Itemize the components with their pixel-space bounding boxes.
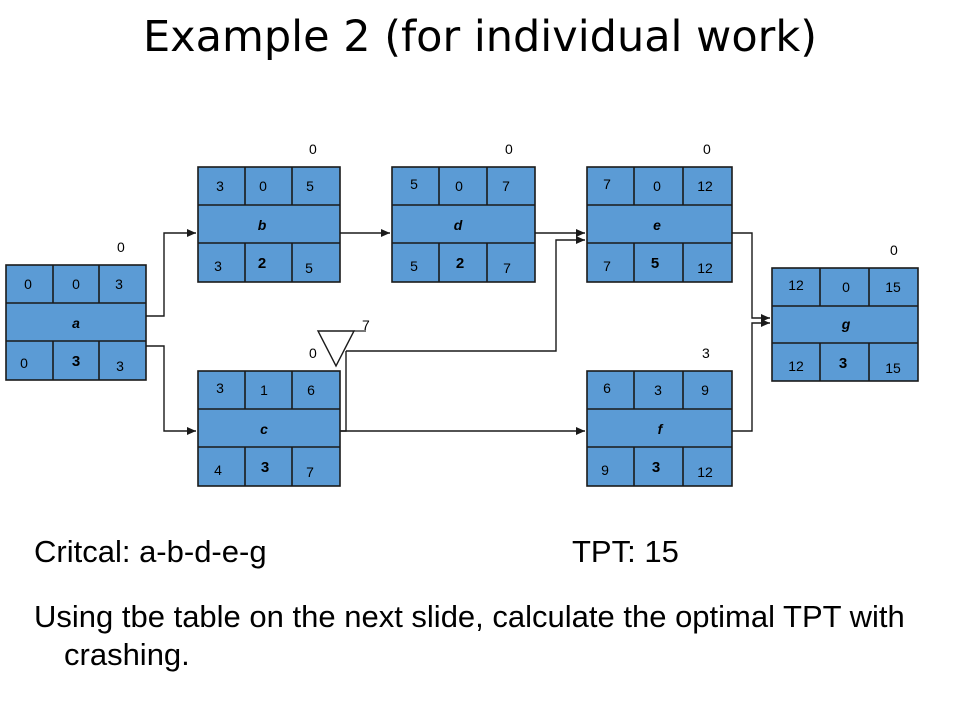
node-f: 6 3 9 f 9 3 12 — [586, 370, 733, 487]
node-b: 3 0 5 b 3 2 5 — [197, 166, 341, 283]
node-e-name: e — [653, 217, 661, 233]
node-b-lf: 5 — [305, 260, 313, 276]
edges — [146, 229, 770, 435]
node-d-ef: 7 — [502, 178, 510, 194]
critical-path-text: Critcal: a-b-d-e-g — [34, 534, 267, 569]
node-g: 12 0 15 g 12 3 15 — [771, 267, 919, 382]
node-f-ef: 9 — [701, 382, 709, 398]
node-c: 3 1 6 c 4 3 7 — [197, 370, 341, 487]
node-f-lf: 12 — [697, 464, 713, 480]
node-a-es: 0 — [72, 276, 80, 292]
tpt-text: TPT: 15 — [572, 534, 679, 569]
node-g-duration: 3 — [839, 355, 847, 372]
node-d-top-left: 5 — [410, 176, 418, 192]
node-d-ls: 5 — [410, 258, 418, 274]
node-a-slack: 0 — [117, 239, 125, 255]
edge-a-b — [146, 229, 196, 317]
node-c-name: c — [260, 421, 268, 437]
node-b-duration: 2 — [258, 255, 266, 272]
node-c-slack: 0 — [309, 345, 317, 361]
edge-merge-e — [346, 236, 585, 352]
node-c-lf: 7 — [306, 464, 314, 480]
node-d-name: d — [454, 217, 463, 233]
node-g-es: 0 — [842, 279, 850, 295]
merge-label: 7 — [362, 317, 370, 333]
node-f-top-left: 6 — [603, 380, 611, 396]
node-e-ef: 12 — [697, 178, 713, 194]
node-a-lf: 3 — [116, 358, 124, 374]
slide-title: Example 2 (for individual work) — [143, 12, 817, 62]
node-c-duration: 3 — [261, 459, 269, 476]
node-a-ef: 3 — [115, 276, 123, 292]
node-f-name: f — [658, 421, 664, 437]
node-g-ef: 15 — [885, 279, 901, 295]
node-f-slack: 3 — [702, 345, 710, 361]
node-a: 0 0 3 a 0 3 3 — [5, 264, 147, 381]
edge-c-merge — [340, 351, 347, 432]
node-b-es: 0 — [259, 178, 267, 194]
edge-e-g — [732, 232, 770, 322]
node-e-ls: 7 — [603, 258, 611, 274]
node-a-top-left: 0 — [24, 276, 32, 292]
node-e-slack: 0 — [703, 141, 711, 157]
node-f-ls: 9 — [601, 462, 609, 478]
node-d-slack: 0 — [505, 141, 513, 157]
node-c-top-left: 3 — [216, 380, 224, 396]
node-b-ef: 5 — [306, 178, 314, 194]
node-f-duration: 3 — [652, 459, 660, 476]
node-e: 7 0 12 e 7 5 12 — [586, 166, 733, 283]
node-b-top-left: 3 — [216, 178, 224, 194]
node-d-duration: 2 — [456, 255, 464, 272]
node-a-ls: 0 — [20, 355, 28, 371]
node-b-slack: 0 — [309, 141, 317, 157]
node-g-lf: 15 — [885, 360, 901, 376]
node-d-lf: 7 — [503, 260, 511, 276]
node-e-duration: 5 — [651, 255, 659, 272]
edge-a-c — [146, 345, 196, 435]
node-b-name: b — [258, 217, 267, 233]
node-g-ls: 12 — [788, 358, 804, 374]
node-d: 5 0 7 d 5 2 7 — [391, 166, 536, 283]
node-c-es: 1 — [260, 382, 268, 398]
node-a-duration: 3 — [72, 353, 80, 370]
node-e-es: 0 — [653, 178, 661, 194]
node-a-name: a — [72, 315, 80, 331]
node-g-slack: 0 — [890, 242, 898, 258]
node-c-ef: 6 — [307, 382, 315, 398]
node-d-es: 0 — [455, 178, 463, 194]
node-e-top-left: 7 — [603, 176, 611, 192]
edge-f-g — [732, 319, 770, 432]
node-e-lf: 12 — [697, 260, 713, 276]
node-c-ls: 4 — [214, 462, 222, 478]
node-g-name: g — [841, 316, 851, 332]
node-f-es: 3 — [654, 382, 662, 398]
instruction-text: Using tbe table on the next slide, calcu… — [34, 599, 905, 672]
node-b-ls: 3 — [214, 258, 222, 274]
node-g-top-left: 12 — [788, 277, 804, 293]
merge-triangle — [316, 330, 356, 368]
